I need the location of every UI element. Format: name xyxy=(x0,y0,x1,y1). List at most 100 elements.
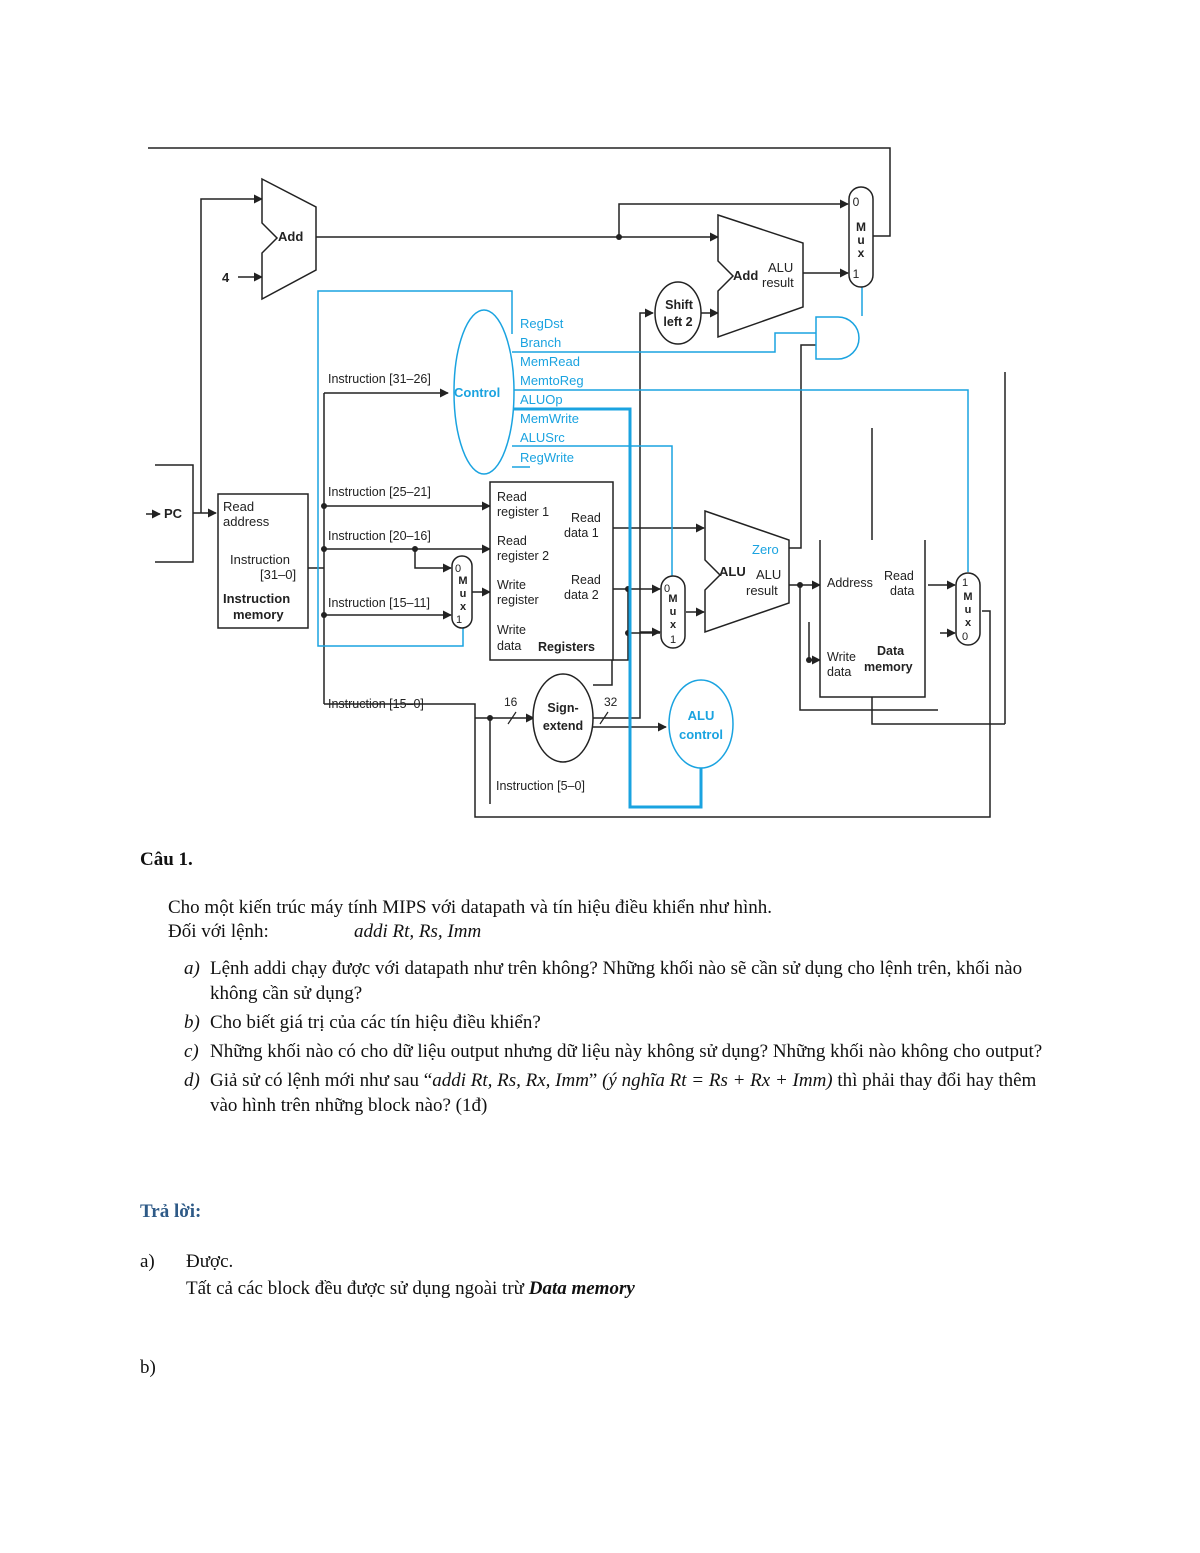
instr-field-20-16: Instruction [20–16] xyxy=(328,529,431,543)
question-item-a: a) Lệnh addi chạy được với datapath như … xyxy=(184,956,1064,1006)
shift-label-a: Shift xyxy=(665,298,694,312)
instr-field-5-0: Instruction [5–0] xyxy=(496,779,585,793)
answer-a-line-1: Được. xyxy=(186,1251,234,1272)
pc-adder xyxy=(261,177,317,301)
dmem-write-a: Write xyxy=(827,650,856,664)
regdst-mux-0: 0 xyxy=(455,563,461,575)
dmem-title-2: memory xyxy=(864,660,913,674)
signal-memtoreg: MemtoReg xyxy=(520,373,584,388)
question-b-text: Cho biết giá trị của các tín hiệu điều k… xyxy=(210,1012,541,1033)
pcsrc-mux xyxy=(848,186,874,288)
signal-regdst: RegDst xyxy=(520,316,564,331)
control-unit xyxy=(453,309,515,475)
imem-read: Read xyxy=(223,499,254,514)
instruction-text: addi Rt, Rs, Imm xyxy=(354,921,482,942)
alu-control xyxy=(668,679,734,769)
alu-zero-label: Zero xyxy=(752,542,779,557)
imem-title-2: memory xyxy=(233,607,284,622)
signal-aluop: ALUOp xyxy=(520,392,563,407)
instr-field-15-0: Instruction [15–0] xyxy=(328,697,424,711)
alusrc-mux-u: u xyxy=(670,606,677,618)
memtoreg-mux-m: M xyxy=(963,591,972,603)
signal-memwrite: MemWrite xyxy=(520,411,579,426)
control-wires xyxy=(317,287,969,647)
signal-regwrite: RegWrite xyxy=(520,450,574,465)
alu-control-a: ALU xyxy=(688,708,715,723)
answer-a-line-2-text: Tất cả các block đều được sử dụng ngoài … xyxy=(186,1278,529,1299)
question-d-meaning: (ý nghĩa Rt = Rs + Rx + Imm) xyxy=(602,1070,833,1091)
pcsrc-mux-x: x xyxy=(858,246,865,260)
branch-result-label: result xyxy=(762,275,794,290)
memtoreg-mux xyxy=(955,572,981,646)
alusrc-mux-x: x xyxy=(670,619,677,631)
question-d-instr: addi Rt, Rs, Rx, Imm xyxy=(432,1070,589,1091)
dmem-read-b: data xyxy=(890,584,914,598)
branch-alu-label: ALU xyxy=(768,260,793,275)
reg-read-reg1-b: register 1 xyxy=(497,505,549,519)
main-alu xyxy=(704,509,790,634)
answer-title: Trả lời: xyxy=(140,1201,202,1222)
sign-out-width: 32 xyxy=(604,695,618,709)
memtoreg-mux-0: 0 xyxy=(962,631,968,643)
dmem-address: Address xyxy=(827,576,873,590)
answer-a-line-2: Tất cả các block đều được sử dụng ngoài … xyxy=(186,1277,635,1301)
question-c-text: Những khối nào có cho dữ liệu output như… xyxy=(210,1041,1043,1062)
reg-read-data1-b: data 1 xyxy=(564,526,599,540)
datapath-wires xyxy=(148,147,1006,818)
reg-read-data2-b: data 2 xyxy=(564,588,599,602)
question-item-b: b) Cho biết giá trị của các tín hiệu điề… xyxy=(184,1010,1064,1035)
alu-control-b: control xyxy=(679,727,723,742)
reg-read-reg2-b: register 2 xyxy=(497,549,549,563)
data-memory xyxy=(819,540,926,698)
question-d-post: thì phải thay đổi hay thêm vào hình trên… xyxy=(210,1070,1037,1116)
instruction-label: Đối với lệnh: xyxy=(168,921,269,942)
imem-instruction: Instruction xyxy=(230,552,290,567)
pcsrc-mux-0: 0 xyxy=(853,195,860,209)
reg-read-data1-a: Read xyxy=(571,511,601,525)
pc-adder-label: Add xyxy=(278,229,303,244)
reg-read-reg1-a: Read xyxy=(497,490,527,504)
answer-a-line-2-bold: Data memory xyxy=(528,1278,635,1299)
reg-read-data2-a: Read xyxy=(571,573,601,587)
memtoreg-mux-u: u xyxy=(965,604,972,616)
pcsrc-mux-m: M xyxy=(856,220,866,234)
regdst-mux-m: M xyxy=(458,575,467,587)
question-c-mark: c) xyxy=(184,1041,199,1062)
question-intro: Cho một kiến trúc máy tính MIPS với data… xyxy=(168,897,772,918)
question-a-text: Lệnh addi chạy được với datapath như trê… xyxy=(210,958,1023,1004)
alu-label: ALU xyxy=(719,564,746,579)
imem-address: address xyxy=(223,514,270,529)
reg-write-reg-b: register xyxy=(497,593,539,607)
branch-and-gate xyxy=(815,316,860,360)
dmem-read-a: Read xyxy=(884,569,914,583)
regdst-mux xyxy=(451,555,473,629)
question-a-mark: a) xyxy=(184,958,200,979)
signal-memread: MemRead xyxy=(520,354,580,369)
question-item-d: d) Giả sử có lệnh mới như sau “addi Rt, … xyxy=(184,1068,1064,1118)
regdst-mux-x: x xyxy=(460,601,467,613)
instruction-memory xyxy=(217,493,309,629)
alusrc-mux-1: 1 xyxy=(670,634,676,646)
wire-junctions xyxy=(321,234,812,721)
question-d-mark: d) xyxy=(184,1070,200,1091)
reg-write-data-b: data xyxy=(497,639,521,653)
imem-title-1: Instruction xyxy=(223,591,290,606)
memtoreg-mux-1: 1 xyxy=(962,577,968,589)
sign-extend-a: Sign- xyxy=(547,701,578,715)
sign-in-width: 16 xyxy=(504,695,518,709)
instr-field-25-21: Instruction [25–21] xyxy=(328,485,431,499)
shift-label-b: left 2 xyxy=(663,315,692,329)
pcsrc-mux-1: 1 xyxy=(853,267,860,281)
aluop-wire xyxy=(512,407,703,809)
answer-b-mark: b) xyxy=(140,1357,156,1378)
question-list: a) Lệnh addi chạy được với datapath như … xyxy=(184,956,1064,1122)
sign-extend xyxy=(532,673,594,763)
alusrc-mux xyxy=(660,575,686,649)
alusrc-mux-m: M xyxy=(668,593,677,605)
question-title: Câu 1. xyxy=(140,849,193,870)
instr-field-31-26: Instruction [31–26] xyxy=(328,372,431,386)
control-label: Control xyxy=(454,385,500,400)
answer-a-mark: a) xyxy=(140,1251,155,1272)
alu-label-2: ALU xyxy=(756,567,781,582)
registers-title: Registers xyxy=(538,640,595,654)
